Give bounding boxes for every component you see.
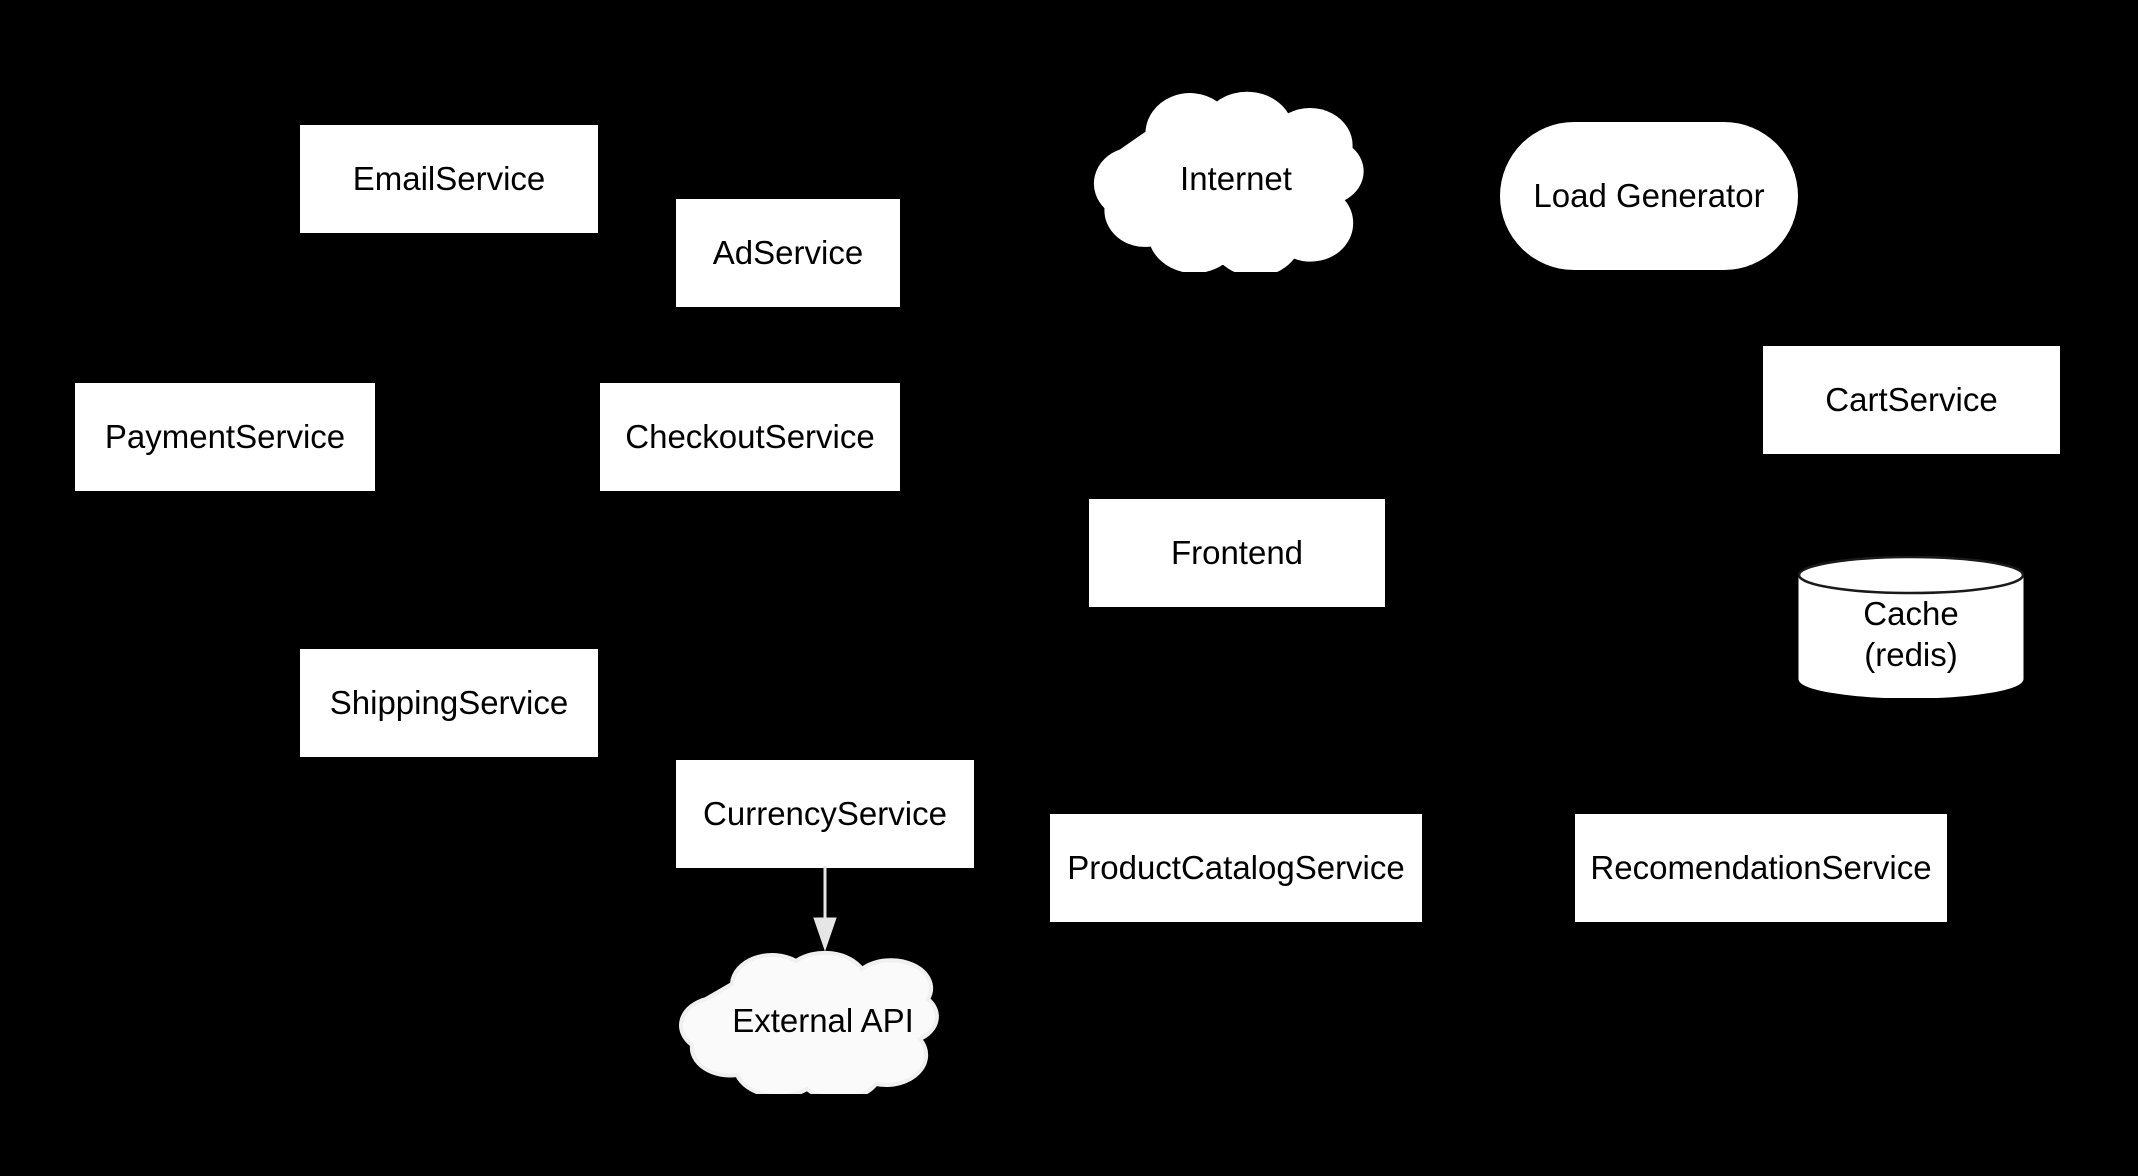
node-label: ShippingService xyxy=(329,683,569,721)
node-label: ProductCatalogService xyxy=(1067,848,1405,886)
node-cart-service[interactable]: CartService xyxy=(1763,346,2060,454)
cloud-shape xyxy=(1093,91,1364,272)
node-checkout-service[interactable]: CheckoutService xyxy=(600,383,900,491)
node-label: Load Generator xyxy=(1533,176,1765,214)
node-label-wrapper: External API xyxy=(674,947,972,1094)
node-load-generator[interactable]: Load Generator xyxy=(1500,122,1798,270)
node-label: Internet xyxy=(1180,160,1292,197)
node-label-wrapper: Internet xyxy=(1089,86,1383,272)
node-label: CheckoutService xyxy=(625,417,875,455)
node-cache-redis[interactable]: Cache (redis) xyxy=(1798,556,2024,698)
node-email-service[interactable]: EmailService xyxy=(300,125,598,233)
edge-currency-to-external-api xyxy=(812,866,838,952)
node-label: External API xyxy=(732,1001,914,1039)
cylinder-shape xyxy=(1798,556,2024,698)
node-label: AdService xyxy=(712,233,864,271)
node-label: CurrencyService xyxy=(703,794,947,832)
node-ad-service[interactable]: AdService xyxy=(676,199,900,307)
node-external-api-cloud[interactable]: External API xyxy=(674,947,972,1094)
node-internet-cloud[interactable]: Internet xyxy=(1089,86,1383,272)
node-label: Cache (redis) xyxy=(1863,595,1959,673)
node-label: RecomendationService xyxy=(1590,848,1932,886)
node-recomendation-service[interactable]: RecomendationService xyxy=(1575,814,1947,922)
cloud-shape xyxy=(679,950,939,1094)
node-frontend[interactable]: Frontend xyxy=(1089,499,1385,607)
node-label: PaymentService xyxy=(104,417,346,455)
node-product-catalog-service[interactable]: ProductCatalogService xyxy=(1050,814,1422,922)
arrow-icon xyxy=(813,866,837,952)
node-label: CartService xyxy=(1825,380,1998,418)
node-label: Frontend xyxy=(1170,533,1304,571)
node-shipping-service[interactable]: ShippingService xyxy=(300,649,598,757)
node-payment-service[interactable]: PaymentService xyxy=(75,383,375,491)
node-currency-service[interactable]: CurrencyService xyxy=(676,760,974,868)
node-label: EmailService xyxy=(352,159,546,197)
node-label-wrapper: Cache (redis) xyxy=(1798,556,2024,698)
